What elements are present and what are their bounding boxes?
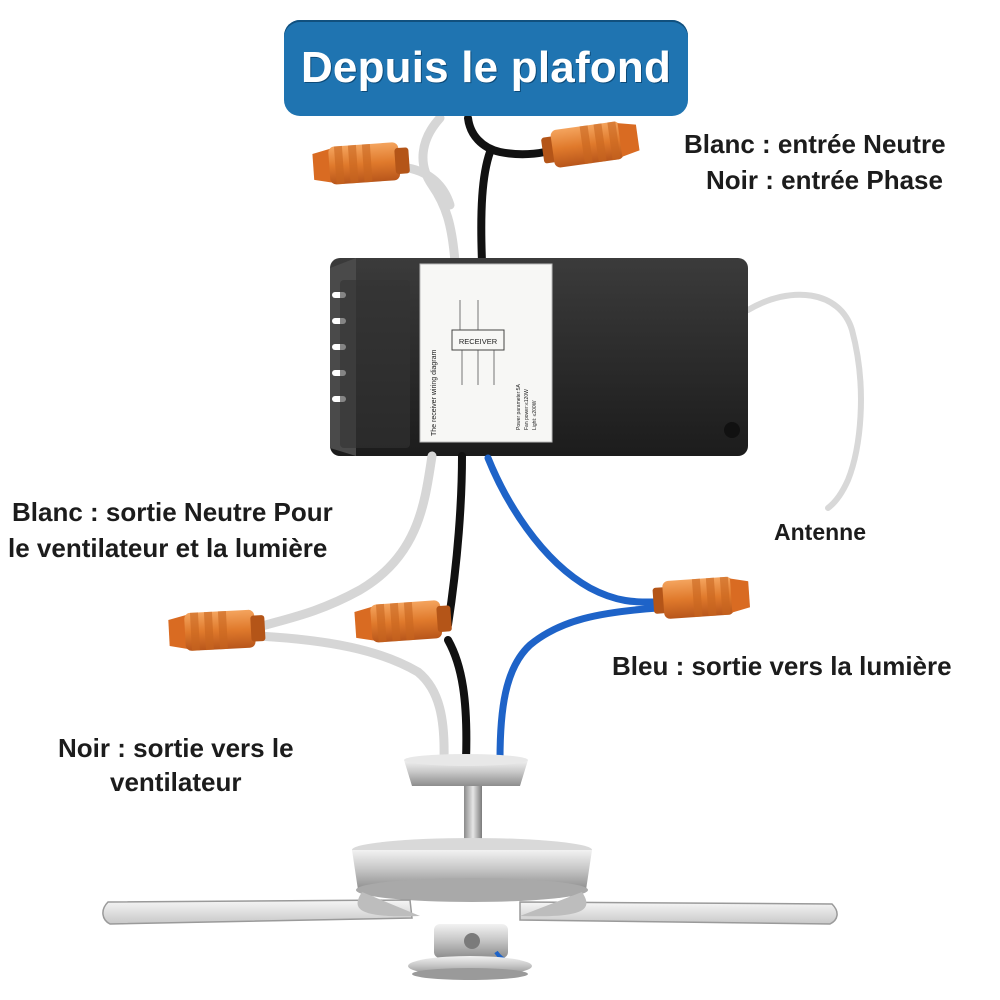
sticker-power-line-3: Light: ≤200W: [532, 400, 538, 430]
output-black-wire: [444, 452, 466, 629]
output-white-wire-to-fan: [253, 631, 449, 765]
ceiling-black-wire: [464, 114, 549, 159]
ceiling-white-wire: [418, 113, 460, 267]
wire-connector-icon: [541, 121, 640, 168]
antenna-wire-icon: [745, 291, 864, 511]
label-output-fan-line2: ventilateur: [110, 767, 242, 797]
output-black-wire-to-fan: [444, 636, 471, 764]
label-output-neutral-line2: le ventilateur et la lumière: [8, 533, 328, 563]
ceiling-white-wire-branch: [403, 163, 455, 210]
output-blue-wire-to-fan: [496, 604, 662, 764]
label-input-neutral: Blanc : entrée Neutre: [684, 129, 946, 159]
title-banner: Depuis le plafond: [284, 20, 688, 116]
label-output-fan-line1: Noir : sortie vers le: [58, 733, 294, 763]
receiver-module-icon: The receiver wiring diagram RECEIVER Pow…: [330, 258, 748, 456]
page-title: Depuis le plafond: [300, 43, 672, 92]
ceiling-black-wire-down: [477, 148, 494, 266]
wire-connector-icon: [168, 609, 266, 651]
output-blue-wire: [484, 454, 664, 606]
label-antenna: Antenne: [774, 519, 866, 545]
ceiling-fan-icon: [102, 754, 838, 980]
sticker-title: The receiver wiring diagram: [431, 349, 438, 436]
label-output-neutral-line1: Blanc : sortie Neutre Pour: [12, 497, 333, 527]
wire-connector-icon: [312, 142, 410, 185]
sticker-power-line-2: Fan power:≤120W: [524, 389, 530, 430]
output-white-wire: [257, 451, 437, 631]
wire-connector-icon: [354, 600, 452, 643]
wire-connector-icon: [652, 576, 750, 619]
label-output-light: Bleu : sortie vers la lumière: [612, 651, 952, 681]
label-input-phase: Noir : entrée Phase: [706, 165, 943, 195]
receiver-module-label: RECEIVER: [459, 337, 498, 346]
sticker-power-line-1: Power parameter:5A: [516, 383, 522, 430]
